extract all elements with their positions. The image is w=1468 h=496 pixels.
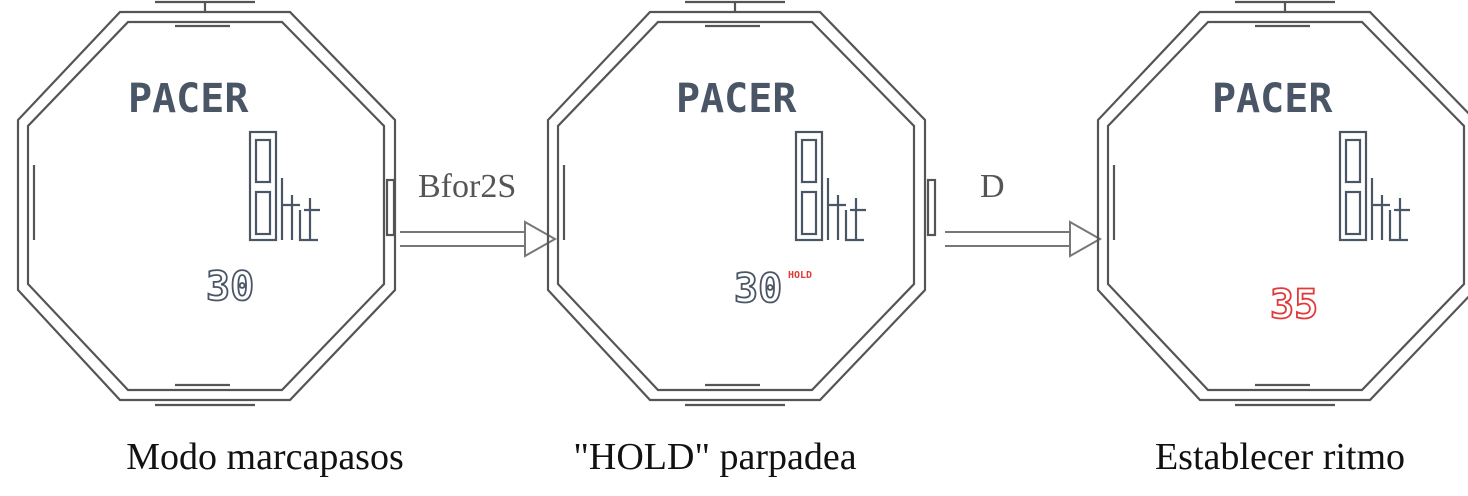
watch-2-title: PACER [676,76,797,122]
watch-2-hold-badge: HOLD [788,270,812,281]
arrow-2-label: D [980,168,1005,205]
caption-1: Modo marcapasos [126,436,404,478]
caption-3: Establecer ritmo [1154,436,1406,478]
watch-3-value: 35 [1270,282,1318,328]
watch-2-value: 30 [734,266,782,312]
watch-1 [16,0,397,407]
watch-1-value: 30 [206,264,254,310]
watch-2 [546,0,937,407]
caption-2: "HOLD" parpadea [573,436,857,478]
arrow-2 [945,220,1103,258]
arrow-1 [400,220,558,258]
watch-3-title: PACER [1212,76,1333,122]
watch-3 [1096,0,1468,407]
arrow-1-label: Bfor2S [418,168,516,205]
watch-1-title: PACER [128,76,249,122]
